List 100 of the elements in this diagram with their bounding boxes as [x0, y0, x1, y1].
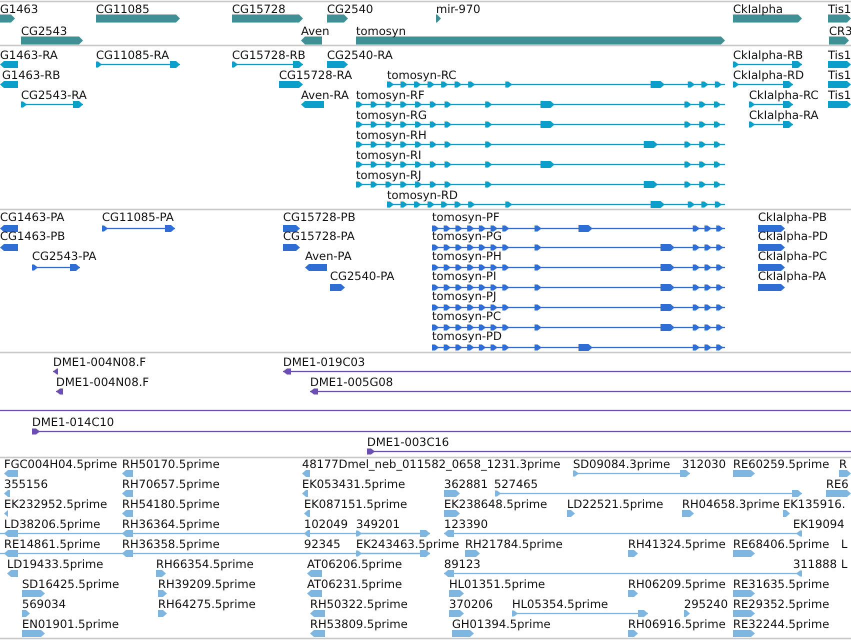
feature-label: 569034: [22, 598, 66, 611]
feature-label: CkIalpha-RD: [733, 69, 804, 82]
feature-label: CG2543-PA: [32, 250, 96, 263]
feature-label: tomosyn-RC: [387, 69, 456, 82]
feature-label: CG15728-RB: [232, 49, 306, 62]
feature-label: CG2543: [21, 25, 68, 38]
feature-label: tomosyn-PH: [432, 250, 502, 263]
feature-label: RH04658.3prime: [682, 498, 780, 511]
feature-label: CG2543-RA: [21, 89, 87, 102]
feature-label: CG15728-PA: [283, 230, 355, 243]
feature-label: AT06206.5prime: [307, 558, 402, 571]
feature-label: DME1-004N08.F: [56, 376, 149, 389]
feature-label: 92345: [304, 538, 341, 551]
feature-label: tomosyn-RH: [356, 129, 427, 142]
feature-label: EK243463.5prime: [356, 538, 460, 551]
feature-label: RH70657.5prime: [122, 478, 220, 491]
feature-label: CG15728-RA: [279, 69, 352, 82]
feature-label: DME1-003C16: [367, 436, 450, 449]
feature-label: GH01394.5prime: [452, 618, 551, 631]
feature-label: tomosyn-PJ: [432, 290, 496, 303]
feature-label: 123390: [444, 518, 488, 531]
feature-label: CkIalpha-PA: [758, 270, 826, 283]
feature-label: RH54180.5prime: [122, 498, 220, 511]
feature-label: CkIalpha-PD: [758, 230, 828, 243]
feature-label: RE6: [826, 478, 849, 491]
feature-label: tomosyn-PD: [432, 330, 502, 343]
feature-label: RE31635.5prime: [733, 578, 830, 591]
feature-label: SD16425.5prime: [22, 578, 120, 591]
feature-label: 349201: [356, 518, 400, 531]
feature-label: RH36364.5prime: [122, 518, 220, 531]
feature-label: RH06209.5prime: [628, 578, 726, 591]
feature-label: LD38206.5prime: [4, 518, 100, 531]
feature-label: tomosyn-PG: [432, 230, 502, 243]
feature-label: EN01901.5prime: [22, 618, 119, 631]
feature-label: L: [841, 558, 848, 571]
feature-label: 89123: [444, 558, 481, 571]
feature-label: CkIalpha: [733, 3, 783, 16]
feature-label: HL05354.5prime: [512, 598, 608, 611]
feature-label: 312030: [682, 458, 726, 471]
feature-label: tomosyn: [356, 25, 406, 38]
feature-label: FGC004H04.5prime: [4, 458, 118, 471]
feature-label: 362881: [444, 478, 488, 491]
feature-label: CkIalpha-PC: [758, 250, 828, 263]
feature-label: mir-970: [436, 3, 480, 16]
feature-label: CG2540: [327, 3, 374, 16]
feature-label: RH50322.5prime: [310, 598, 408, 611]
feature-label: CkIalpha-RA: [749, 109, 818, 122]
feature-label: tomosyn-PI: [432, 270, 496, 283]
feature-label: DME1-014C10: [32, 416, 114, 429]
feature-label: L: [841, 538, 848, 551]
feature-label: CG15728-PB: [283, 211, 356, 224]
feature-label: 48177Dmel_neb_011582_0658_1231.3prime: [302, 458, 560, 471]
feature-label: Tis1: [828, 89, 851, 102]
feature-label: CG11085-PA: [102, 211, 174, 224]
feature-label: LD19433.5prime: [7, 558, 104, 571]
feature-label: CG2540-RA: [327, 49, 393, 62]
feature-label: RH66354.5prime: [156, 558, 254, 571]
feature-label: RE60259.5prime: [733, 458, 830, 471]
feature-label: tomosyn-PC: [432, 310, 501, 323]
feature-label: EK135916.: [783, 498, 846, 511]
feature-label: RE14861.5prime: [4, 538, 100, 551]
feature-label: EK053431.5prime: [302, 478, 406, 491]
feature-label: CG1463-PB: [0, 230, 66, 243]
feature-label: 295240: [684, 598, 728, 611]
feature-label: G1463-RB: [2, 69, 60, 82]
feature-label: RE29352.5prime: [733, 598, 830, 611]
feature-label: RH41324.5prime: [628, 538, 726, 551]
feature-label: CkIalpha-RC: [749, 89, 819, 102]
feature-label: RH53809.5prime: [310, 618, 408, 631]
feature-label: tomosyn-RI: [356, 149, 422, 162]
feature-label: EK19094: [793, 518, 844, 531]
feature-label: R: [839, 458, 847, 471]
feature-label: DME1-019C03: [283, 356, 366, 369]
feature-label: RH36358.5prime: [122, 538, 220, 551]
feature-label: SD09084.3prime: [573, 458, 670, 471]
feature-label: LD22521.5prime: [567, 498, 664, 511]
feature-label: tomosyn-RF: [356, 89, 425, 102]
feature-label: Tis1: [828, 3, 851, 16]
feature-label: tomosyn-RD: [387, 189, 458, 202]
feature-label: G1463-RA: [0, 49, 58, 62]
feature-label: EK238648.5prime: [444, 498, 548, 511]
feature-label: Tis1: [828, 69, 851, 82]
feature-label: DME1-004N08.F: [53, 356, 146, 369]
feature-label: Aven: [301, 25, 330, 38]
feature-label: CkIalpha-RB: [733, 49, 803, 62]
feature-label: RH50170.5prime: [122, 458, 220, 471]
feature-label: G1463: [0, 3, 38, 16]
feature-label: HL01351.5prime: [449, 578, 546, 591]
feature-label: tomosyn-RJ: [356, 169, 422, 182]
feature-label: CkIalpha-PB: [758, 211, 827, 224]
feature-label: RH39209.5prime: [158, 578, 256, 591]
feature-label: 527465: [494, 478, 538, 491]
feature-label: Aven-RA: [301, 89, 349, 102]
feature-label: tomosyn-PF: [432, 211, 500, 224]
feature-label: CG1463-PA: [0, 211, 64, 224]
feature-label: tomosyn-RG: [356, 109, 427, 122]
feature-label: Aven-PA: [305, 250, 352, 263]
feature-label: CG11085-RA: [96, 49, 170, 62]
feature-label: CG11085: [96, 3, 150, 16]
feature-label: RH64275.5prime: [158, 598, 256, 611]
